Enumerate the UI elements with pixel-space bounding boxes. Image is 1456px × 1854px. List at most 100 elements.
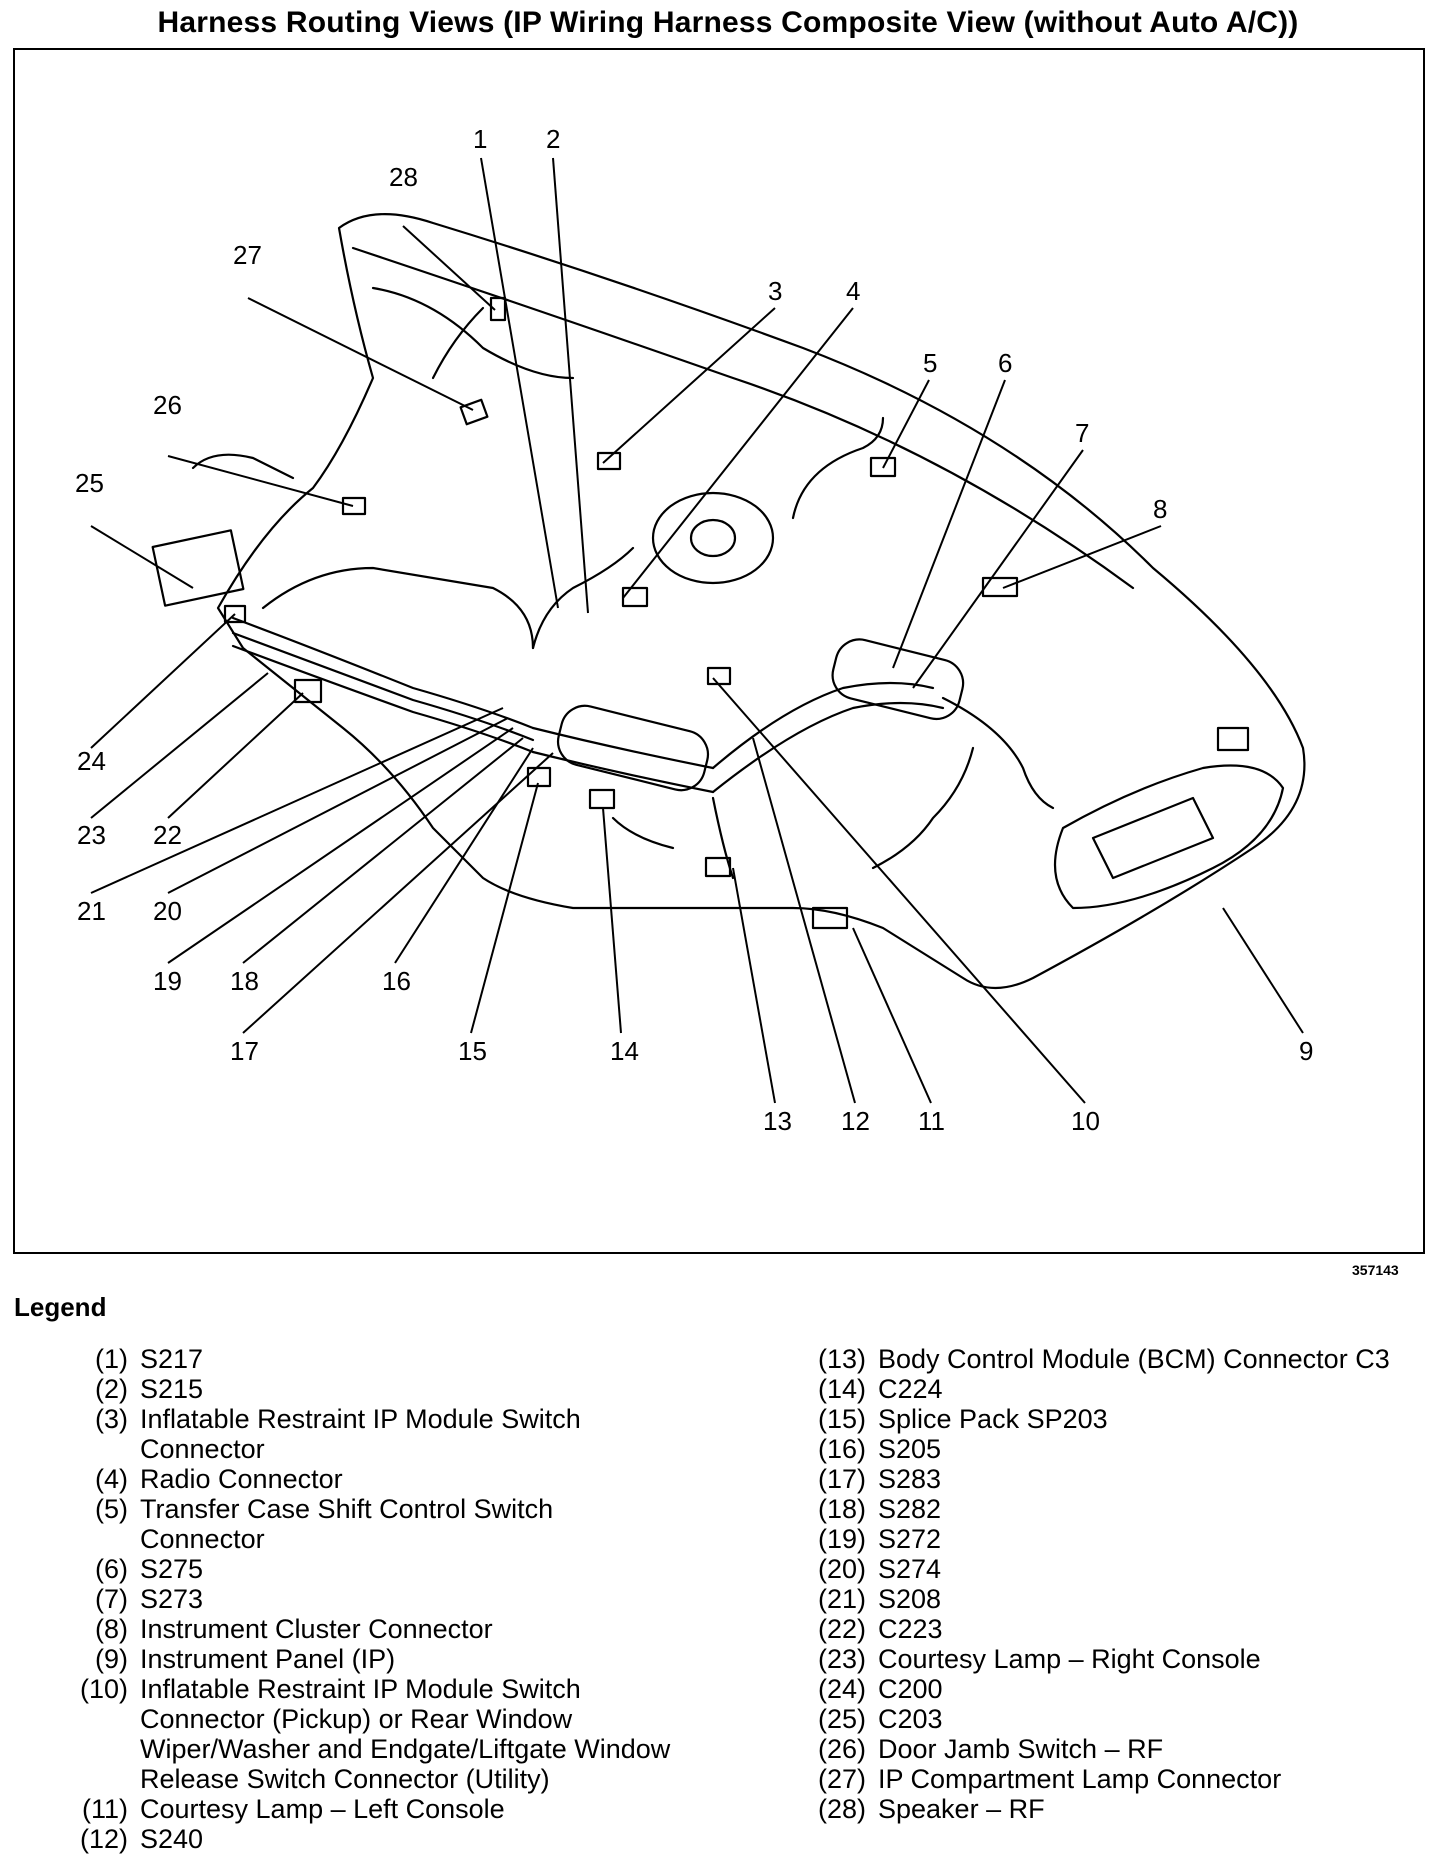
legend-item: (6) S275 xyxy=(50,1554,770,1584)
harness-bundle-right xyxy=(711,638,1055,810)
legend-item-label: S283 xyxy=(878,1464,942,1494)
legend-item-number: (3) xyxy=(95,1404,128,1434)
callout-20: 20 xyxy=(153,896,182,926)
legend-item-number: (4) xyxy=(95,1464,128,1494)
legend-item-number: (20) xyxy=(817,1554,866,1584)
harness-bundle-center xyxy=(531,704,715,794)
callout-4: 4 xyxy=(846,276,860,306)
callout-11: 11 xyxy=(918,1106,945,1136)
legend-item: (1) S217 xyxy=(50,1344,770,1374)
callout-27: 27 xyxy=(233,240,262,270)
callout-10: 10 xyxy=(1071,1106,1100,1136)
legend-item: (4) Radio Connector xyxy=(50,1464,770,1494)
callout-1: 1 xyxy=(473,124,487,154)
legend-item-label: Inflatable Restraint IP Module Switch Co… xyxy=(140,1674,671,1794)
legend-item: (26) Door Jamb Switch – RF xyxy=(788,1734,1438,1764)
legend-item-number: (15) xyxy=(817,1404,866,1434)
legend-item: (23)Courtesy Lamp – Right Console xyxy=(788,1644,1438,1674)
legend-item: (14) C224 xyxy=(788,1374,1438,1404)
legend-item: (28)Speaker – RF xyxy=(788,1794,1438,1824)
legend-item-number: (13) xyxy=(817,1344,866,1374)
legend-item-number: (22) xyxy=(817,1614,866,1644)
instrument-panel-outline xyxy=(216,213,1306,989)
legend-item-number: (23) xyxy=(817,1644,866,1674)
legend-item-number: (27) xyxy=(817,1764,866,1794)
legend-item: (8) Instrument Cluster Connector xyxy=(50,1614,770,1644)
callout-8: 8 xyxy=(1153,494,1167,524)
legend-item-number: (8) xyxy=(95,1614,128,1644)
legend-item: (10) Inflatable Restraint IP Module Switc… xyxy=(50,1674,770,1794)
legend-item-label: S282 xyxy=(878,1494,942,1524)
legend-item: (15) Splice Pack SP203 xyxy=(788,1404,1438,1434)
legend-item-number: (6) xyxy=(95,1554,128,1584)
legend-item-number: (5) xyxy=(95,1494,128,1524)
legend-item-number: (12) xyxy=(79,1824,128,1854)
legend-item-label: C200 xyxy=(878,1674,943,1704)
legend-item-number: (14) xyxy=(817,1374,866,1404)
legend-item: (5) Transfer Case Shift Control Switch Co… xyxy=(50,1494,770,1554)
legend-item-label: S274 xyxy=(878,1554,942,1584)
legend-item-number: (26) xyxy=(817,1734,866,1764)
callout-15: 15 xyxy=(458,1036,487,1066)
legend-item-label: C223 xyxy=(878,1614,943,1644)
legend-item-number: (11) xyxy=(81,1794,128,1824)
legend-item-label: S275 xyxy=(140,1554,204,1584)
legend-item: (2)S215 xyxy=(50,1374,770,1404)
harness-bundle-left xyxy=(231,616,535,754)
legend-item-number: (24) xyxy=(817,1674,866,1704)
callout-25: 25 xyxy=(75,468,104,498)
legend-item-label: S273 xyxy=(140,1584,204,1614)
legend-item-number: (1) xyxy=(95,1344,128,1374)
callout-18: 18 xyxy=(230,966,259,996)
legend-item-number: (19) xyxy=(817,1524,866,1554)
legend-item-label: Splice Pack SP203 xyxy=(878,1404,1108,1434)
legend-item-label: IP Compartment Lamp Connector xyxy=(878,1764,1282,1794)
legend-item-number: (10) xyxy=(79,1674,128,1704)
legend-item-number: (2) xyxy=(95,1374,128,1404)
legend-item-number: (21) xyxy=(817,1584,866,1614)
legend-item-label: Inflatable Restraint IP Module Switch Co… xyxy=(140,1404,581,1464)
legend-item-label: S240 xyxy=(140,1824,204,1854)
legend-item-label: C203 xyxy=(878,1704,943,1734)
callout-13: 13 xyxy=(763,1106,792,1136)
legend-item: (25)C203 xyxy=(788,1704,1438,1734)
legend-item: (3) Inflatable Restraint IP Module Switch… xyxy=(50,1404,770,1464)
legend-item: (9)Instrument Panel (IP) xyxy=(50,1644,770,1674)
legend-item: (12) S240 xyxy=(50,1824,770,1854)
callout-2: 2 xyxy=(546,124,560,154)
callout-19: 19 xyxy=(153,966,182,996)
legend-item-number: (18) xyxy=(817,1494,866,1524)
legend-item: (11) Courtesy Lamp – Left Console xyxy=(50,1794,770,1824)
figure-id: 357143 xyxy=(1352,1262,1399,1278)
callout-14: 14 xyxy=(610,1036,639,1066)
callout-26: 26 xyxy=(153,390,182,420)
callout-5: 5 xyxy=(923,348,937,378)
callout-28: 28 xyxy=(389,162,418,192)
legend-item-label: S272 xyxy=(878,1524,942,1554)
legend-item-number: (7) xyxy=(95,1584,128,1614)
callout-17: 17 xyxy=(230,1036,259,1066)
legend-item: (24) C200 xyxy=(788,1674,1438,1704)
legend-item-label: Transfer Case Shift Control Switch Conne… xyxy=(140,1494,554,1554)
callout-7: 7 xyxy=(1075,418,1089,448)
callout-9: 9 xyxy=(1299,1036,1313,1066)
legend-item-label: Courtesy Lamp – Left Console xyxy=(140,1794,505,1824)
legend-item-label: Door Jamb Switch – RF xyxy=(878,1734,1164,1764)
legend-item: (22) C223 xyxy=(788,1614,1438,1644)
callout-3: 3 xyxy=(768,276,782,306)
legend-item-label: Speaker – RF xyxy=(878,1794,1045,1824)
legend-item: (19) S272 xyxy=(788,1524,1438,1554)
page-title: Harness Routing Views (IP Wiring Harness… xyxy=(157,6,1299,39)
legend-heading: Legend xyxy=(14,1292,107,1322)
legend-item-label: Radio Connector xyxy=(140,1464,343,1494)
legend-item-label: S205 xyxy=(878,1434,942,1464)
legend-item-label: Instrument Cluster Connector xyxy=(140,1614,493,1644)
legend-item-number: (16) xyxy=(817,1434,866,1464)
legend-right-column: (13)Body Control Module (BCM) Connector … xyxy=(788,1344,1438,1824)
legend-item-label: S217 xyxy=(140,1344,204,1374)
legend-item-number: (17) xyxy=(817,1464,866,1494)
legend-item-number: (9) xyxy=(95,1644,128,1674)
harness-diagram: 1 2 3 4 5 6 7 8 9 10 11 12 13 14 15 16 1… xyxy=(75,124,1313,1136)
legend-item-label: C224 xyxy=(878,1374,943,1404)
legend-item: (16) S205 xyxy=(788,1434,1438,1464)
